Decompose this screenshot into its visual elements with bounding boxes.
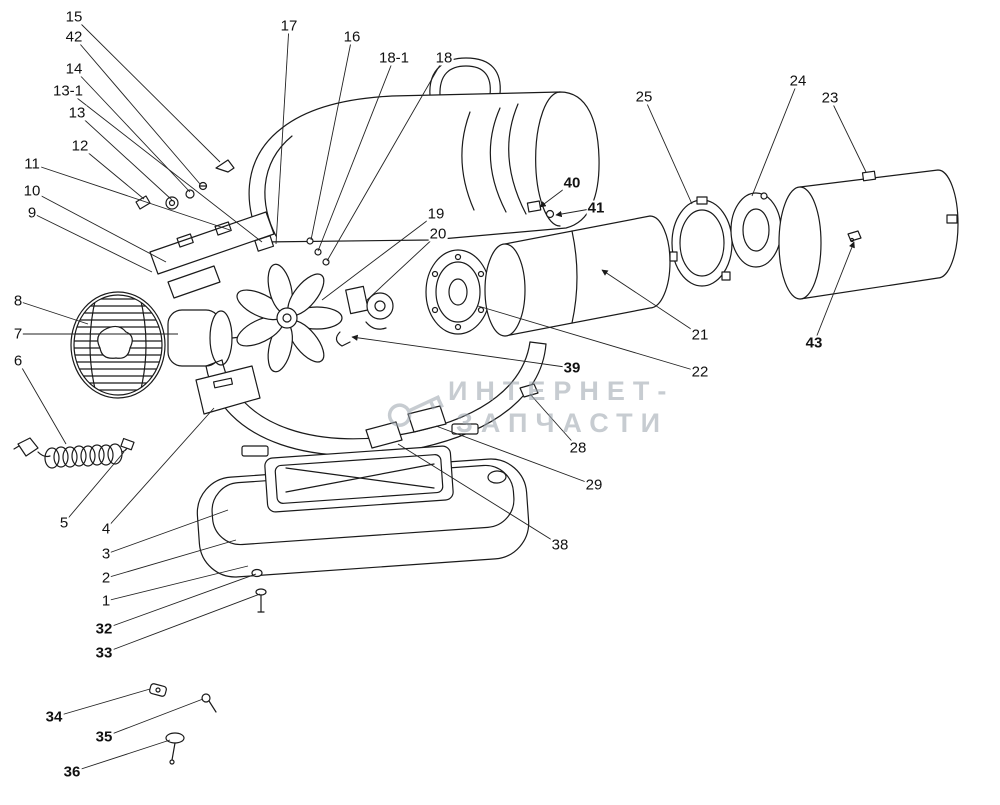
leader-line-9: [31, 212, 153, 273]
leader-line-43: [813, 241, 855, 344]
burner-head: [425, 249, 491, 335]
leader-line-38: [397, 443, 561, 546]
motor: [167, 309, 251, 367]
fuel-pump: [335, 285, 394, 347]
leader-line-22: [477, 305, 701, 373]
leader-line-33: [103, 593, 261, 654]
leader-line-13: [76, 112, 173, 201]
leader-line-2: [105, 539, 237, 579]
leader-line-8: [17, 300, 89, 325]
leader-line-18: [326, 57, 445, 262]
leader-line-24: [751, 80, 799, 197]
grommet-part: [165, 196, 179, 210]
leader-lines: [17, 16, 867, 773]
screw-35: [201, 693, 211, 703]
leader-line-17: [275, 25, 290, 245]
drain-plug-36: [165, 732, 185, 744]
leader-line-42: [73, 36, 201, 185]
clamp-part: [335, 331, 351, 347]
leader-line-21: [601, 269, 701, 336]
leader-line-11: [31, 163, 231, 231]
watermark: ИНТЕРНЕТ- ЗАПЧАСТИ: [387, 376, 674, 438]
combustion-chamber: [484, 215, 671, 337]
leader-line-23: [829, 97, 867, 173]
leader-line-6: [17, 360, 67, 445]
leader-line-32: [103, 573, 257, 630]
leader-line-14: [73, 68, 191, 193]
key-icon: [387, 395, 444, 427]
power-cord: [13, 437, 135, 469]
fan-blade: [236, 263, 343, 373]
leader-line-3: [105, 509, 229, 555]
fuel-tank: [196, 445, 530, 578]
leader-line-16: [310, 36, 353, 241]
watermark-line-2: ЗАПЧАСТИ: [456, 408, 668, 438]
leader-line-18-1: [317, 57, 395, 252]
support-brackets: [365, 383, 539, 449]
leader-line-25: [643, 96, 693, 205]
leader-line-34: [53, 688, 151, 718]
leader-line-19: [321, 213, 437, 301]
watermark-line-1: ИНТЕРНЕТ-: [448, 376, 674, 406]
screws-top: [306, 237, 330, 266]
leader-line-39: [351, 334, 573, 369]
washer-32: [251, 568, 263, 578]
clamp-34: [149, 683, 167, 697]
leader-line-28: [529, 393, 579, 449]
power-plug: [17, 437, 39, 457]
leader-line-20: [365, 233, 439, 302]
leader-line-4: [105, 407, 215, 530]
flange-ring: [669, 196, 733, 287]
leader-line-36: [71, 739, 171, 773]
small-hardware-bottom: [149, 568, 267, 765]
bracket-part: [215, 159, 235, 173]
leader-line-1: [105, 565, 249, 602]
washer-part: [185, 189, 195, 199]
screw-41: [545, 209, 555, 219]
cord-connector: [120, 437, 135, 451]
leader-line-13-1: [67, 90, 263, 243]
bracket-29: [407, 405, 447, 433]
leader-line-12: [79, 145, 145, 200]
leader-line-15: [73, 16, 221, 163]
clip-28: [519, 383, 539, 398]
outer-shell: [778, 169, 959, 300]
leader-line-29: [435, 425, 595, 486]
ring-gasket: [730, 192, 782, 268]
leader-line-10: [31, 190, 167, 263]
control-panel: [149, 211, 275, 299]
leader-line-5: [63, 451, 125, 524]
fan-guard: [70, 291, 166, 399]
leader-line-35: [103, 698, 204, 738]
clip-40: [526, 200, 542, 213]
bolt-33: [255, 588, 267, 596]
bracket-38: [365, 421, 403, 449]
